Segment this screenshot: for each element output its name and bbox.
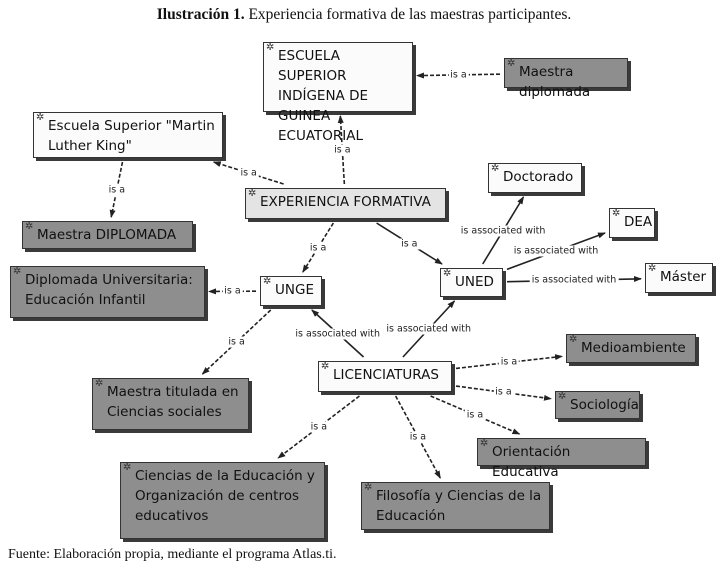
code-star-icon: ✲ bbox=[648, 263, 657, 274]
code-star-icon: ✲ bbox=[612, 208, 621, 219]
code-star-icon: ✲ bbox=[321, 361, 330, 372]
edge-martin_luther-maestra_DIPLOMADA bbox=[109, 161, 124, 218]
node-maestra-DIPLOMADA[interactable]: ✲Maestra DIPLOMADA bbox=[22, 221, 193, 249]
edge-unge-maestra_titulada bbox=[201, 309, 272, 375]
node-label: Orientación Educativa bbox=[492, 444, 571, 480]
node-diplomada-univ[interactable]: ✲Diplomada Universitaria: Educación Infa… bbox=[10, 266, 205, 318]
source-note: Fuente: Elaboración propia, mediante el … bbox=[8, 547, 337, 562]
node-label: Máster bbox=[660, 269, 707, 285]
edge-label: is a bbox=[238, 167, 259, 179]
code-star-icon: ✲ bbox=[491, 163, 500, 174]
code-star-icon: ✲ bbox=[558, 391, 567, 402]
edge-maestra_diplomada-escuela_indigena bbox=[416, 72, 501, 79]
node-label: Ciencias de la Educación y Organización … bbox=[135, 468, 315, 524]
node-escuela-indigena[interactable]: ✲ESCUELA SUPERIOR INDÍGENA DE GUINEA ECU… bbox=[263, 42, 413, 144]
edge-label: is a bbox=[498, 356, 520, 368]
node-experiencia[interactable]: ✲EXPERIENCIA FORMATIVA bbox=[245, 188, 446, 219]
node-label: Medioambiente bbox=[581, 340, 686, 356]
node-label: Filosofía y Ciencias de la Educación bbox=[376, 488, 542, 524]
edge-label: is a bbox=[332, 144, 353, 156]
node-label: UNGE bbox=[275, 282, 314, 298]
node-filosofia[interactable]: ✲Filosofía y Ciencias de la Educación bbox=[361, 482, 550, 530]
code-star-icon: ✲ bbox=[248, 188, 257, 199]
code-star-icon: ✲ bbox=[507, 58, 516, 69]
edge-label: is a bbox=[106, 184, 128, 195]
node-label: Escuela Superior "Martin Luther King" bbox=[48, 118, 215, 154]
node-label: Maestra diplomada bbox=[519, 64, 591, 100]
node-master[interactable]: ✲Máster bbox=[645, 263, 713, 293]
edge-label: is associated with bbox=[384, 323, 474, 335]
edge-label: is a bbox=[222, 285, 243, 297]
code-star-icon: ✲ bbox=[480, 438, 489, 449]
code-star-icon: ✲ bbox=[443, 268, 452, 279]
edge-label: is a bbox=[407, 431, 429, 443]
node-uned[interactable]: ✲UNED bbox=[440, 268, 503, 297]
node-label: Doctorado bbox=[503, 169, 574, 185]
code-star-icon: ✲ bbox=[36, 112, 45, 123]
edge-label: is a bbox=[493, 386, 514, 398]
edge-label: is associated with bbox=[293, 328, 383, 339]
node-doctorado[interactable]: ✲Doctorado bbox=[488, 163, 582, 193]
code-star-icon: ✲ bbox=[25, 221, 34, 232]
edge-label: is associated with bbox=[529, 274, 619, 286]
node-label: LICENCIATURAS bbox=[333, 367, 439, 383]
edge-licenciaturas-filosofia bbox=[394, 395, 441, 479]
edge-label: is a bbox=[307, 242, 329, 253]
node-licenciaturas[interactable]: ✲LICENCIATURAS bbox=[318, 361, 452, 392]
code-star-icon: ✲ bbox=[13, 266, 22, 277]
node-label: EXPERIENCIA FORMATIVA bbox=[260, 194, 431, 210]
node-maestra-titulada[interactable]: ✲Maestra titulada en Ciencias sociales bbox=[92, 378, 249, 430]
node-label: Diplomada Universitaria: Educación Infan… bbox=[25, 272, 193, 308]
edge-label: is associated with bbox=[511, 245, 601, 257]
edge-label: is associated with bbox=[458, 225, 548, 236]
figure-number: Ilustración 1. bbox=[156, 6, 245, 23]
node-sociologia[interactable]: ✲Sociología bbox=[555, 391, 640, 419]
node-unge[interactable]: ✲UNGE bbox=[260, 276, 322, 306]
code-star-icon: ✲ bbox=[123, 462, 132, 473]
code-star-icon: ✲ bbox=[266, 42, 275, 53]
code-star-icon: ✲ bbox=[364, 482, 373, 493]
figure-caption: Ilustración 1. Experiencia formativa de … bbox=[0, 6, 728, 24]
code-star-icon: ✲ bbox=[569, 334, 578, 345]
edge-label: is a bbox=[399, 238, 420, 249]
figure-title: Experiencia formativa de las maestras pa… bbox=[244, 6, 572, 23]
edge-label: is a bbox=[308, 421, 330, 433]
node-label: UNED bbox=[455, 274, 494, 290]
node-label: Sociología bbox=[570, 397, 639, 413]
edge-licenciaturas-sociologia bbox=[455, 385, 552, 401]
code-star-icon: ✲ bbox=[95, 378, 104, 389]
node-dea[interactable]: ✲DEA bbox=[609, 208, 655, 238]
node-maestra-diplomada[interactable]: ✲Maestra diplomada bbox=[504, 58, 628, 100]
node-medioambiente[interactable]: ✲Medioambiente bbox=[566, 334, 696, 363]
code-star-icon: ✲ bbox=[263, 276, 272, 287]
node-orientacion[interactable]: ✲Orientación Educativa bbox=[477, 438, 646, 480]
node-martin-luther[interactable]: ✲Escuela Superior "Martin Luther King" bbox=[33, 112, 223, 158]
edge-label: is a bbox=[226, 336, 247, 348]
edge-label: is a bbox=[448, 69, 469, 81]
node-ciencias-educacion[interactable]: ✲Ciencias de la Educación y Organización… bbox=[120, 462, 325, 539]
node-label: Maestra DIPLOMADA bbox=[37, 227, 177, 243]
node-label: ESCUELA SUPERIOR INDÍGENA DE GUINEA ECUA… bbox=[278, 48, 368, 144]
edge-experiencia-escuela_indigena bbox=[337, 115, 346, 185]
edge-label: is a bbox=[464, 409, 486, 421]
node-label: DEA bbox=[624, 214, 653, 230]
node-label: Maestra titulada en Ciencias sociales bbox=[107, 384, 239, 420]
edge-experiencia-unge bbox=[302, 222, 335, 273]
